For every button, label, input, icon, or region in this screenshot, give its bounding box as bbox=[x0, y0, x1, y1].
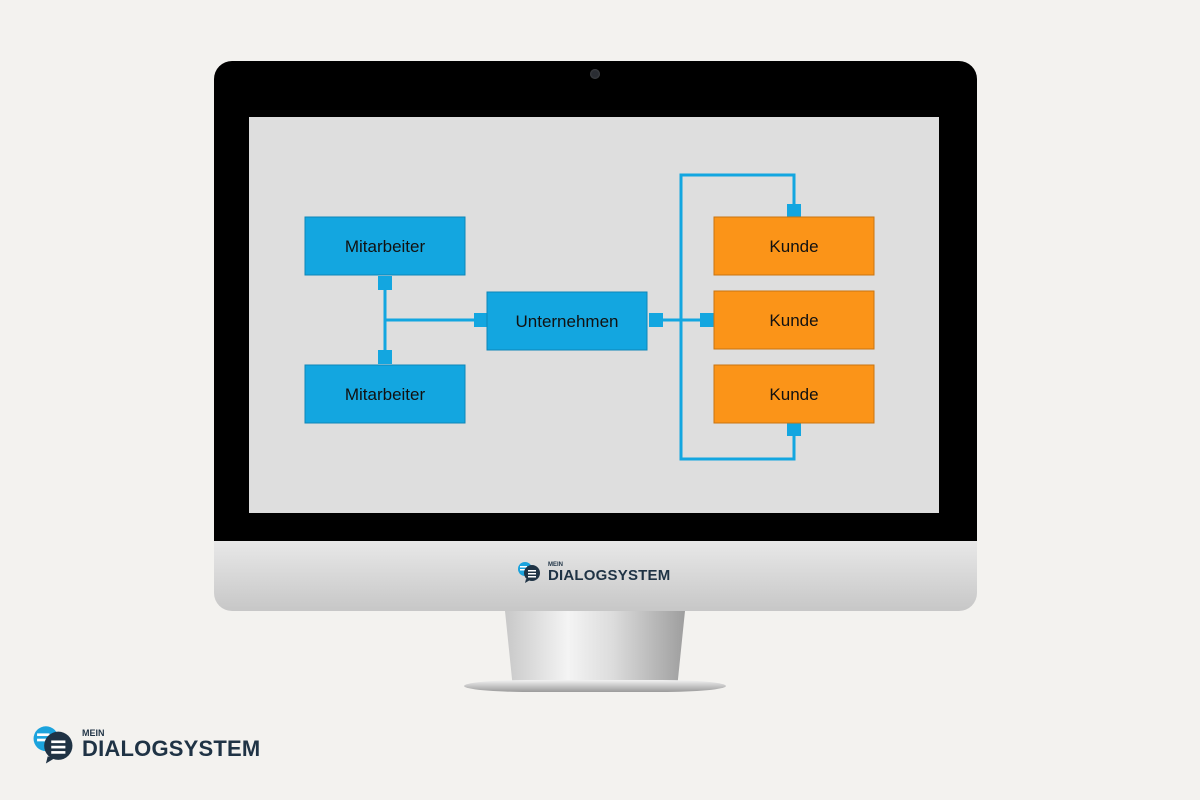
chin-brand-logo: MEIN DIALOGSYSTEM bbox=[516, 561, 670, 583]
port-unternehmen-right bbox=[649, 313, 663, 327]
brand-main-word: DIALOGSYSTEM bbox=[548, 566, 671, 584]
brand-small-word: MEIN bbox=[82, 727, 105, 738]
page-brand-logo[interactable]: MEIN DIALOGSYSTEM bbox=[30, 724, 260, 764]
port-unternehmen-left bbox=[474, 313, 488, 327]
monitor-chin: MEIN DIALOGSYSTEM bbox=[214, 541, 977, 611]
node-mitarbeiter-2[interactable]: Mitarbeiter bbox=[304, 364, 466, 424]
network-diagram: Mitarbeiter Mitarbeiter Unternehmen Kund… bbox=[304, 173, 875, 461]
port-kunde-3 bbox=[787, 422, 801, 436]
port-mitarbeiter-1 bbox=[378, 276, 392, 290]
port-kunde-2 bbox=[700, 313, 714, 327]
node-label: Kunde bbox=[769, 385, 818, 404]
node-kunde-3[interactable]: Kunde bbox=[713, 364, 875, 424]
monitor: Mitarbeiter Mitarbeiter Unternehmen Kund… bbox=[214, 61, 977, 611]
port-kunde-1 bbox=[787, 204, 801, 218]
port-mitarbeiter-2 bbox=[378, 350, 392, 364]
node-label: Unternehmen bbox=[515, 312, 618, 331]
brand-main-word: DIALOGSYSTEM bbox=[82, 735, 261, 761]
node-mitarbeiter-1[interactable]: Mitarbeiter bbox=[304, 216, 466, 276]
brand-small-word: MEIN bbox=[548, 561, 563, 568]
chat-bubbles-icon bbox=[33, 726, 73, 764]
node-label: Mitarbeiter bbox=[345, 385, 426, 404]
node-label: Kunde bbox=[769, 237, 818, 256]
monitor-stand-base bbox=[464, 680, 726, 692]
camera-icon bbox=[590, 69, 600, 79]
chat-bubbles-icon bbox=[518, 562, 540, 583]
edge-unternehmen-to-kunde-1 bbox=[679, 173, 796, 320]
connector-ports bbox=[378, 204, 801, 436]
node-kunde-1[interactable]: Kunde bbox=[713, 216, 875, 276]
monitor-stand bbox=[505, 611, 685, 681]
connector-lines bbox=[383, 173, 796, 461]
node-unternehmen[interactable]: Unternehmen bbox=[486, 291, 648, 351]
monitor-bezel: Mitarbeiter Mitarbeiter Unternehmen Kund… bbox=[214, 61, 977, 541]
node-kunde-2[interactable]: Kunde bbox=[713, 290, 875, 350]
edge-unternehmen-to-kunde-3 bbox=[679, 320, 796, 461]
monitor-screen: Mitarbeiter Mitarbeiter Unternehmen Kund… bbox=[249, 117, 939, 513]
node-label: Kunde bbox=[769, 311, 818, 330]
node-label: Mitarbeiter bbox=[345, 237, 426, 256]
